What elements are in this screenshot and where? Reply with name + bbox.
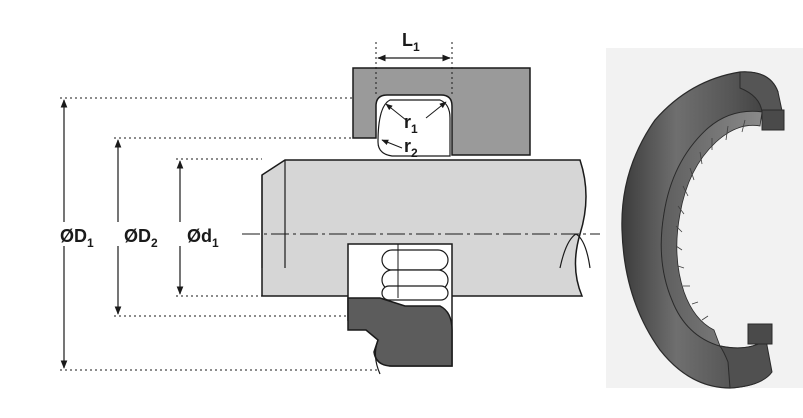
label-mask-D2 — [110, 222, 166, 246]
label-D1: ØD1 — [60, 226, 94, 250]
extension-lines — [60, 42, 453, 371]
label-r2: r2 — [404, 136, 418, 160]
r1-leader-right — [425, 101, 447, 119]
label-r1: r1 — [404, 112, 418, 136]
shaft — [261, 159, 587, 297]
label-mask-d1 — [172, 222, 228, 246]
seal-upper-section — [377, 99, 451, 157]
housing-upper — [352, 67, 531, 156]
label-d1: Ød1 — [187, 226, 219, 250]
seal-lower-section — [347, 297, 453, 367]
seal-lower-lip — [374, 339, 381, 375]
r1-leader-left — [385, 103, 407, 121]
seal-ring-3d-image — [606, 48, 803, 389]
label-D2: ØD2 — [124, 226, 158, 250]
label-mask-D1 — [56, 222, 112, 246]
label-L1: L1 — [402, 30, 420, 54]
spring-coils — [381, 249, 449, 301]
r2-leader — [381, 139, 403, 149]
